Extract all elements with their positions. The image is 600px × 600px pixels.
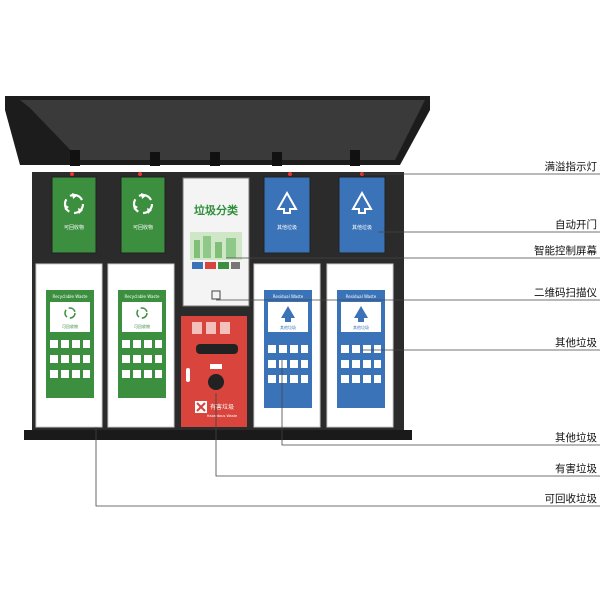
label-smart-screen: 智能控制屏幕	[534, 244, 597, 257]
upper-door-other-2: 其他垃圾	[338, 176, 386, 254]
lower-door-other-2: Residual Waste 其他垃圾	[326, 263, 394, 428]
panel-sub: 可回收物	[62, 323, 78, 329]
recycle-icon	[136, 307, 148, 319]
callout-labels: 满溢指示灯 自动开门 智能控制屏幕 二维码扫描仪 其他垃圾 其他垃圾 有害垃圾 …	[534, 160, 597, 505]
recycle-icon	[64, 307, 76, 319]
cabinet-base	[24, 430, 412, 440]
label-other-waste-upper: 其他垃圾	[555, 336, 597, 349]
lower-door-hazardous: 有害垃圾 Hazardous Waste	[181, 316, 247, 427]
door-label: 可回收物	[64, 224, 84, 231]
panel-sub: 其他垃圾	[353, 324, 369, 330]
hazardous-text: 有害垃圾	[210, 403, 234, 411]
lower-door-recyclable-1: Recyclable Waste 可回收物	[35, 263, 103, 428]
label-overflow-light: 满溢指示灯	[545, 160, 598, 173]
upper-door-other-1: 其他垃圾	[263, 176, 311, 254]
qr-scanner	[211, 290, 221, 300]
door-label: 其他垃圾	[277, 224, 297, 231]
battery-icon	[210, 364, 222, 369]
residual-waste-icon	[276, 190, 298, 214]
lower-door-recyclable-2: Recyclable Waste 可回收物	[107, 263, 175, 428]
recycle-icon	[132, 193, 154, 215]
hazard-icon	[195, 401, 207, 413]
label-qr-scanner: 二维码扫描仪	[534, 286, 597, 299]
panel-header: Recyclable Waste	[124, 294, 160, 299]
recycle-icon	[63, 193, 85, 215]
label-hazardous-waste: 有害垃圾	[555, 462, 597, 475]
screen-title: 垃圾分类	[194, 203, 239, 217]
panel-sub: 其他垃圾	[280, 324, 296, 330]
roof	[5, 96, 430, 166]
panel-header: Residual Waste	[273, 294, 304, 299]
upper-door-recyclable-2: 可回收物	[120, 176, 166, 254]
hazardous-sub: Hazardous Waste	[207, 414, 237, 418]
residual-waste-icon	[351, 190, 373, 214]
door-label: 其他垃圾	[352, 224, 372, 231]
panel-header: Recyclable Waste	[52, 294, 88, 299]
lower-door-other-1: Residual Waste 其他垃圾	[253, 263, 321, 428]
label-recyclable-waste: 可回收垃圾	[545, 492, 598, 505]
panel-header: Residual Waste	[346, 294, 377, 299]
upper-door-recyclable-1: 可回收物	[51, 176, 97, 254]
label-auto-door: 自动开门	[555, 218, 597, 231]
smart-control-screen: 垃圾分类	[182, 177, 250, 307]
callout-lines	[95, 173, 600, 507]
label-other-waste-lower: 其他垃圾	[555, 431, 597, 444]
door-label: 可回收物	[133, 224, 153, 231]
panel-sub: 可回收物	[134, 323, 150, 329]
